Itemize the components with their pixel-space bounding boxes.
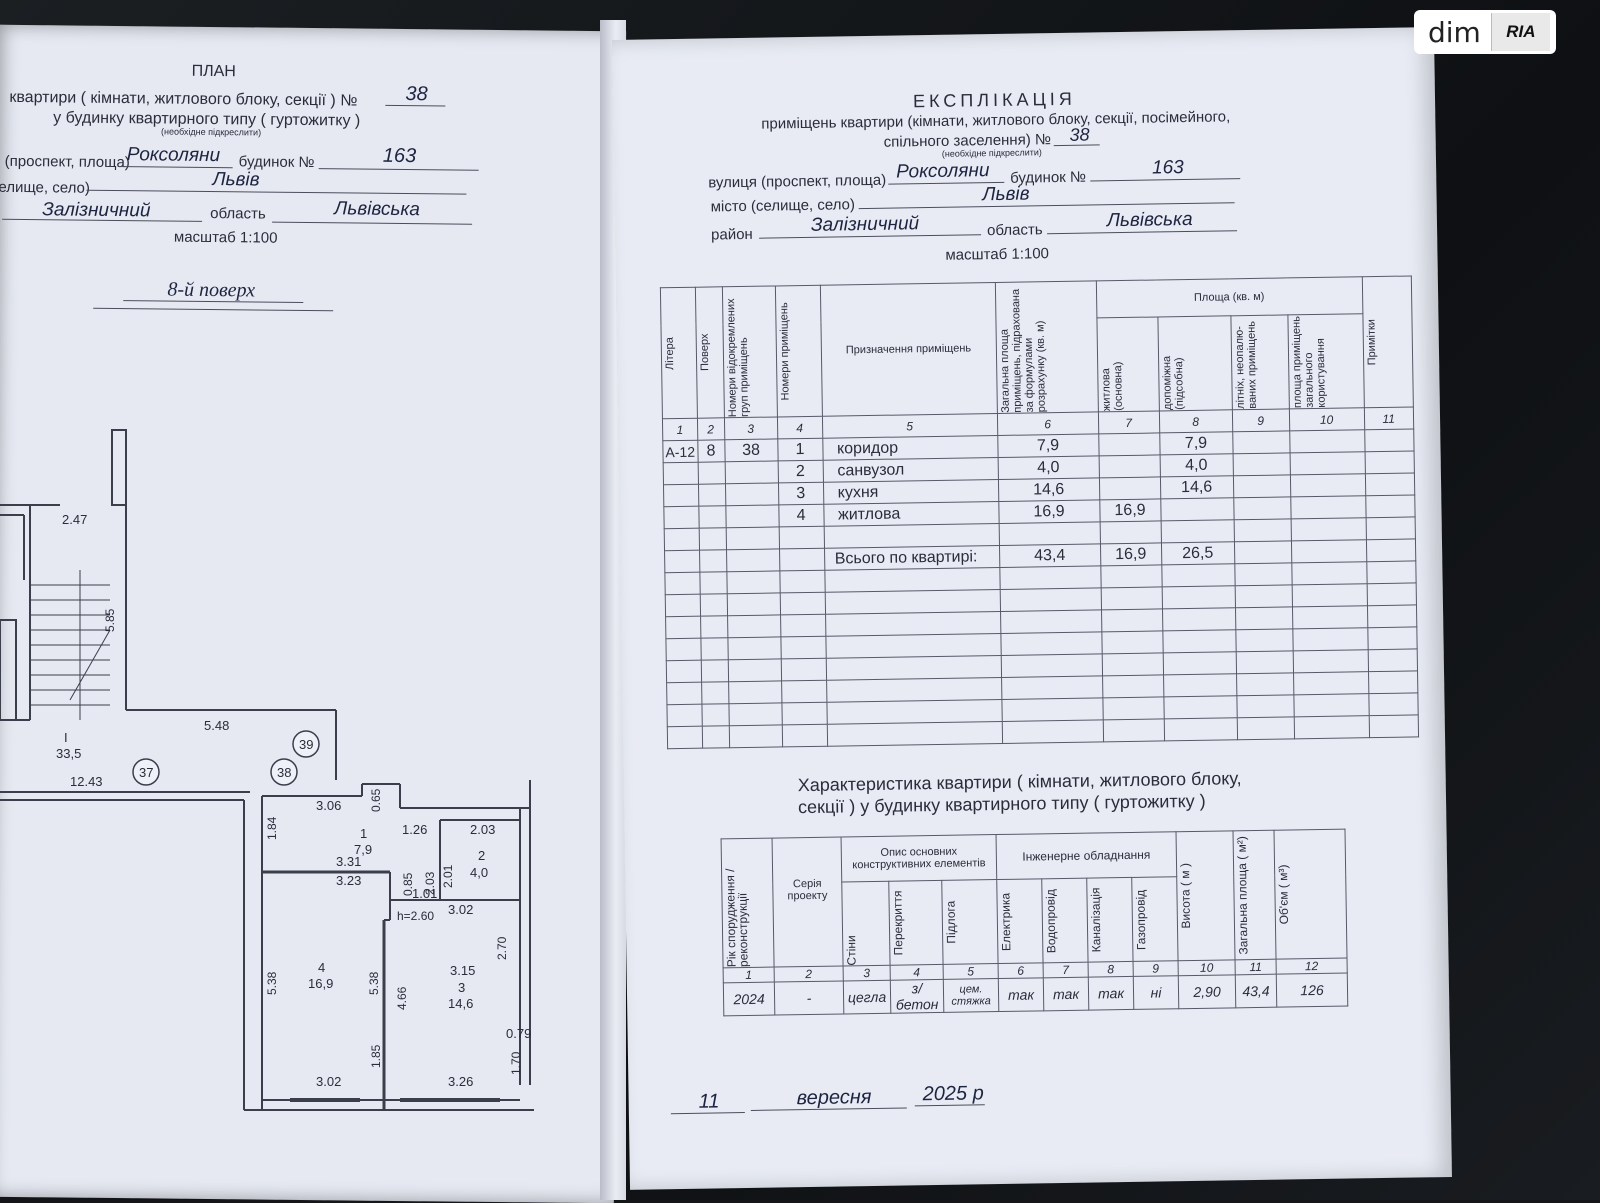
expl-region-label: область xyxy=(986,221,1043,240)
expl-scale: масштаб 1:100 xyxy=(945,245,1050,264)
dim-label: 2.70 xyxy=(495,936,509,960)
expl-city-label: місто (селище, село) xyxy=(710,196,856,216)
dim-label: 0.85 xyxy=(401,872,415,896)
expl-apt-number: 38 xyxy=(1069,124,1090,145)
th-living: житлова (основна) xyxy=(1096,317,1159,412)
room1-area: 7,9 xyxy=(354,842,372,857)
plan-floor: 8-й поверх xyxy=(167,278,256,302)
corridor-area: 33,5 xyxy=(56,746,81,761)
expl-district-value: Залізничний xyxy=(810,213,920,236)
th-groups: Номери відокремлених груп приміщень xyxy=(721,285,778,418)
th-area-group: Площа (кв. м) xyxy=(1095,276,1363,319)
apt-37-marker: 37 xyxy=(139,765,153,780)
th-common: площа приміщень загального користування xyxy=(1287,314,1364,409)
dim-label: 5.85 xyxy=(103,608,117,632)
th-notes: Примітки xyxy=(1361,275,1413,408)
expl-note: (необхідне підкреслити) xyxy=(941,147,1042,159)
dim-label: 0.79 xyxy=(506,1026,531,1041)
th-total: Загальна площа приміщень, підрахована за… xyxy=(994,280,1098,414)
plan-street-label: (проспект, площа) xyxy=(4,152,130,172)
plan-apt-number: 38 xyxy=(405,83,428,106)
th-floor: Поверх xyxy=(694,286,725,419)
apt-39-marker: 39 xyxy=(299,737,313,752)
plan-region-value: Львівська xyxy=(334,198,421,221)
th-litera: Літера xyxy=(660,287,698,419)
room1-number: 1 xyxy=(360,826,367,841)
dim-label: 4.66 xyxy=(395,986,409,1010)
expl-house-value: 163 xyxy=(1151,157,1184,179)
dim-label: 2.01 xyxy=(441,864,455,888)
expl-district-label: район xyxy=(710,225,753,244)
dim-label: 0.65 xyxy=(369,788,383,812)
dim-label: 3.23 xyxy=(336,873,361,888)
plan-title: ПЛАН xyxy=(191,62,236,81)
plan-scale: масштаб 1:100 xyxy=(173,228,278,247)
dim-label: 5.38 xyxy=(265,971,279,995)
expl-city-value: Львів xyxy=(982,183,1030,206)
plan-line1-label: квартири ( кімнати, житлового блоку, сек… xyxy=(9,88,358,110)
watermark-dim: dim xyxy=(1428,15,1481,49)
expl-title: ЕКСПЛІКАЦІЯ xyxy=(912,88,1076,112)
plan-street-value: Роксоляни xyxy=(126,144,221,167)
room4-area: 16,9 xyxy=(308,976,333,991)
date-day: 11 xyxy=(698,1090,720,1113)
date-year: 2025 р xyxy=(922,1082,984,1106)
dim-label: 3.06 xyxy=(316,798,341,813)
height-note: h=2.60 xyxy=(397,909,434,923)
th-aux: допоміжна (підсобна) xyxy=(1157,316,1232,411)
plan-city-value: Львів xyxy=(212,169,260,191)
characteristics-table: Рік спорудження / реконструкції Серія пр… xyxy=(721,829,1349,1017)
date-month: вересня xyxy=(796,1086,872,1110)
dim-label: 1.26 xyxy=(402,822,427,837)
apt-38-marker: 38 xyxy=(277,765,291,780)
plan-region-label: область xyxy=(210,204,266,223)
dim-label: 3.02 xyxy=(448,902,473,917)
dim-label: 5.38 xyxy=(367,971,381,995)
floor-plan-drawing: 37 38 39 2.47 5.48 12.43 3.06 1.26 2.03 … xyxy=(0,429,534,1111)
dim-label: 1.70 xyxy=(509,1051,523,1075)
room4-number: 4 xyxy=(318,960,325,975)
plan-house-label: будинок № xyxy=(238,153,315,172)
plan-house-value: 163 xyxy=(382,144,417,168)
watermark-ria: RIA xyxy=(1490,13,1550,51)
dim-label: 3.02 xyxy=(316,1074,341,1089)
dim-label: 2.03 xyxy=(470,822,495,837)
dim-label: 1.85 xyxy=(369,1044,383,1068)
dim-label: 3.31 xyxy=(336,854,361,869)
room2-number: 2 xyxy=(478,848,485,863)
dim-label: 2.47 xyxy=(62,512,87,527)
expl-street-value: Роксоляни xyxy=(895,160,990,183)
dim-label: 1.84 xyxy=(265,816,279,840)
plan-city-label: елище, село) xyxy=(0,178,90,197)
room2-area: 4,0 xyxy=(470,865,488,880)
plan-note: (необхідне підкреслити) xyxy=(160,126,262,138)
th-rooms: Номери приміщень xyxy=(774,285,823,417)
room3-number: 3 xyxy=(458,980,465,995)
dim-label: 3.15 xyxy=(450,963,475,978)
dim-label: 3.26 xyxy=(448,1074,473,1089)
dim-label: 5.48 xyxy=(204,718,229,733)
th-summer: літніх, неопалю-ваних приміщень xyxy=(1230,315,1289,410)
dim-label: 1.01 xyxy=(412,886,437,901)
corridor-number: I xyxy=(64,730,68,745)
th-purpose: Призначення приміщень xyxy=(819,282,997,417)
dim-label: 2.03 xyxy=(423,871,437,895)
watermark-logo: dim RIA xyxy=(1414,10,1556,54)
room3-area: 14,6 xyxy=(448,996,473,1011)
expl-street-label: вулиця (проспект, площа) xyxy=(708,171,887,192)
expl-region-value: Львівська xyxy=(1106,208,1193,232)
dim-label: 12.43 xyxy=(70,774,103,789)
explication-table: Літера Поверх Номери відокремлених груп … xyxy=(660,275,1419,749)
expl-subtitle1: приміщень квартири (кімнати, житлового б… xyxy=(761,108,1231,133)
right-page: ЕКСПЛІКАЦІЯ приміщень квартири (кімнати,… xyxy=(612,27,1452,1190)
total-label: Всього по квартирі: xyxy=(824,545,1000,571)
